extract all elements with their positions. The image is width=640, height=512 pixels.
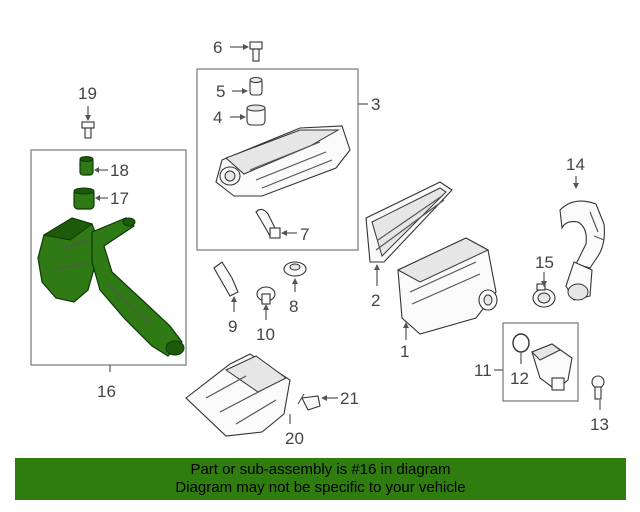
footer-banner: Part or sub-assembly is #16 in diagram D… [15,458,626,500]
callout-7: 7 [300,225,309,244]
callout-5: 5 [216,82,225,101]
part-13-bolt[interactable] [591,375,605,400]
part-9-bracket[interactable] [213,261,239,297]
part-19-bolt[interactable] [81,106,95,139]
part-7-hose[interactable] [255,208,281,239]
callout-16: 16 [97,382,116,401]
callout-14: 14 [566,155,585,174]
part-17-grommet[interactable] [73,187,95,210]
callout-13: 13 [590,415,609,434]
part-11-frame [502,322,579,402]
callout-8: 8 [289,297,298,316]
part-5-cap[interactable] [249,77,263,96]
part-18-cap[interactable] [79,156,94,176]
callout-9: 9 [228,317,237,336]
callout-10: 10 [256,325,275,344]
callout-4: 4 [213,108,222,127]
callout-3: 3 [371,95,380,114]
part-21-push-clip[interactable] [297,393,321,411]
parts-diagram: 18 17 16 19 3 6 5 [30,38,609,448]
footer-line-1: Part or sub-assembly is #16 in diagram [190,461,451,478]
part-14-intake-hose[interactable] [559,200,605,301]
part-6-bolt[interactable] [249,41,263,62]
callout-15: 15 [535,253,554,272]
part-12-o-ring[interactable] [512,333,530,353]
part-15-clamp[interactable] [532,283,556,308]
part-10-clip[interactable] [256,286,276,305]
part-16-intake-duct[interactable] [37,217,185,357]
part-1-housing-lower[interactable] [396,237,498,335]
callout-19: 19 [78,84,97,103]
callout-12: 12 [510,369,529,388]
part-11-sensor[interactable] [531,343,573,391]
callout-2: 2 [371,291,380,310]
part-8-mount[interactable] [283,261,307,277]
callout-21: 21 [340,389,359,408]
callout-1: 1 [400,342,409,361]
part-4-grommet[interactable] [246,104,266,126]
part-20-shield[interactable] [185,353,291,437]
part-3-housing-cover[interactable] [215,125,351,197]
part-2-air-filter[interactable] [365,181,453,263]
callout-20: 20 [285,429,304,448]
callout-18: 18 [110,161,129,180]
callout-17: 17 [110,189,129,208]
part-16-frame [30,149,187,366]
callout-11: 11 [474,361,492,380]
part-3-frame [196,68,359,251]
footer-line-2: Diagram may not be specific to your vehi… [175,479,466,496]
callout-6: 6 [213,38,222,57]
